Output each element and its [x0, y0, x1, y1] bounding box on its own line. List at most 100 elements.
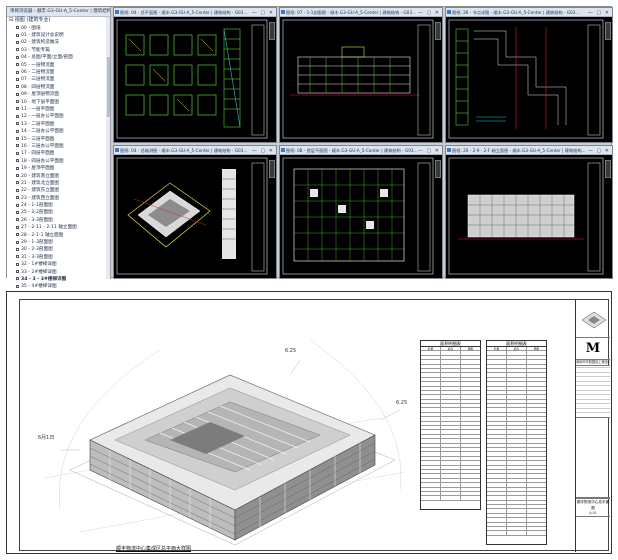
navigation-bar[interactable] [605, 22, 611, 40]
schedule-cell [507, 404, 527, 408]
browser-tree-item[interactable]: 11 - 一层平面图 [7, 105, 110, 112]
schedule-row [487, 474, 546, 479]
browser-tree-item[interactable]: 32 - 1#楼梯详图 [7, 261, 110, 268]
browser-tree-item[interactable]: 04 - 总图/平面/立面/剖面 [7, 54, 110, 61]
sheet-node-icon [16, 218, 19, 222]
navigation-bar[interactable] [435, 22, 441, 40]
view-tab-4[interactable]: 图纸: 04 - 总轴测图 - 顺丰.G3-GU-A_5-Center | 建筑… [114, 146, 276, 155]
browser-tree-item[interactable]: 05 - 一层物流面 [7, 61, 110, 68]
window-controls[interactable]: — ▢ ✕ [587, 10, 610, 16]
window-controls[interactable]: — ▢ ✕ [587, 148, 610, 154]
scrollbar-thumb[interactable] [106, 57, 110, 117]
browser-tree-item[interactable]: 03 - 节能专篇 [7, 46, 110, 53]
browser-tree-label: 16 - 三层办公平面图 [21, 143, 64, 149]
view-tab-2[interactable]: 图纸: 07 - 1-1剖面图 - 顺丰.G3-GU-A_5-Center | … [280, 8, 442, 17]
schedule-cell [461, 430, 480, 433]
schedule-cell [441, 496, 461, 500]
browser-tree-item[interactable]: 29 - 1-3剖面图 [7, 238, 110, 245]
schedule-cell [441, 478, 461, 483]
browser-tree-item[interactable]: 07 - 三层物流面 [7, 76, 110, 83]
browser-tree-item[interactable]: 10 - 地下层平面图 [7, 98, 110, 105]
schedule-row [487, 355, 546, 361]
browser-tree-item[interactable]: 15 - 三层平面图 [7, 135, 110, 142]
window-controls[interactable]: — ▢ ✕ [417, 10, 440, 16]
navigation-bar[interactable] [435, 160, 441, 178]
browser-tree-label: 24 - 1-1剖面图 [21, 203, 53, 209]
browser-tree-item[interactable]: 12 - 一层办公平面图 [7, 113, 110, 120]
schedule-cell [487, 527, 507, 531]
browser-tree-item[interactable]: 13 - 二层平面图 [7, 120, 110, 127]
sheet-icon [447, 148, 451, 152]
schedule-row [487, 469, 546, 475]
navigation-bar[interactable] [269, 160, 275, 178]
schedule-row [487, 527, 546, 532]
drawing-view-2[interactable]: 图纸: 07 - 1-1剖面图 - 顺丰.G3-GU-A_5-Center | … [279, 7, 443, 143]
browser-tree-item[interactable]: 00 - 图纸 [7, 24, 110, 31]
window-controls[interactable]: — ▢ ✕ [251, 10, 274, 16]
browser-tree-item[interactable]: 28 - 2-1-1 轴立面图 [7, 231, 110, 238]
schedule-cell [487, 452, 507, 456]
drawing-view-1[interactable]: 图纸: 04 - 总平面图 - 顺丰.G3-GU-A_5-Center | 建筑… [113, 7, 277, 143]
drawing-view-6[interactable]: 图纸: 20 - 2-9 - 2-F 轴立面图 - 顺丰.G3-GU-A_5-C… [445, 145, 613, 279]
browser-tree-item[interactable]: 33 - 2#楼梯详图 [7, 268, 110, 275]
browser-tree-item[interactable]: 26 - 3-3剖面图 [7, 216, 110, 223]
schedule-row [487, 483, 546, 488]
window-controls[interactable]: — ▢ ✕ [251, 148, 274, 154]
schedule-row [487, 461, 546, 466]
browser-tree-item[interactable]: 18 - 四层办公平面图 [7, 157, 110, 164]
browser-tree-item[interactable]: 34 - 3 - 3#楼梯详图 [7, 275, 110, 282]
browser-tree-label: 00 - 图纸 [21, 25, 41, 31]
schedule-row [487, 430, 546, 435]
browser-tree-item[interactable]: 30 - 2-3剖面图 [7, 246, 110, 253]
view-tab-6[interactable]: 图纸: 20 - 2-9 - 2-F 轴立面图 - 顺丰.G3-GU-A_5-C… [446, 146, 612, 155]
drawing-view-5[interactable]: 图纸: 08 - 首层平面图 - 顺丰.G3-GU-A_5-Center | 建… [279, 145, 443, 279]
browser-tree-item[interactable]: 22 - 建筑东立面图 [7, 187, 110, 194]
browser-root-node[interactable]: ⊟ 视图 (建筑专业) [7, 17, 110, 24]
schedule-cell [421, 421, 441, 426]
schedule-cell [421, 390, 441, 395]
view-tab-1[interactable]: 图纸: 04 - 总平面图 - 顺丰.G3-GU-A_5-Center | 建筑… [114, 8, 276, 17]
drawing-view-4[interactable]: 图纸: 04 - 总轴测图 - 顺丰.G3-GU-A_5-Center | 建筑… [113, 145, 277, 279]
browser-tree-item[interactable]: 19 - 屋顶平面图 [7, 164, 110, 171]
schedule-cell [527, 365, 546, 368]
browser-tree-item[interactable]: 16 - 三层办公平面图 [7, 142, 110, 149]
browser-tree-item[interactable]: 31 - 3-3剖面图 [7, 253, 110, 260]
browser-scrollbar[interactable] [106, 17, 110, 279]
browser-tree-item[interactable]: 01 - 建筑设计总说明 [7, 31, 110, 38]
browser-tree-item[interactable]: 24 - 1-1剖面图 [7, 201, 110, 208]
schedule-cell [507, 469, 527, 474]
sheet-node-icon [16, 48, 19, 52]
schedule-cell [441, 364, 461, 368]
schedule-cell [461, 444, 480, 447]
navigation-bar[interactable] [269, 22, 275, 40]
schedule-cell [527, 369, 546, 372]
browser-tree-item[interactable]: 25 - 2-2剖面图 [7, 209, 110, 216]
schedule-col-header: 名称 [421, 347, 441, 351]
browser-tree-item[interactable]: 17 - 四层平面图 [7, 150, 110, 157]
schedule-row [487, 531, 546, 536]
window-controls[interactable]: — ▢ ✕ [417, 148, 440, 154]
schedule-cell [461, 483, 480, 486]
browser-tree-label: 29 - 1-3剖面图 [21, 240, 53, 246]
schedule-cell [421, 465, 441, 469]
browser-tree-item[interactable]: 02 - 建筑构造做法 [7, 39, 110, 46]
browser-tree-item[interactable]: 06 - 二层物流面 [7, 68, 110, 75]
browser-tree-item[interactable]: 20 - 建筑南立面图 [7, 172, 110, 179]
browser-tree-item[interactable]: 23 - 建筑西立面图 [7, 194, 110, 201]
schedule-row [487, 390, 546, 396]
browser-tree-item[interactable]: 08 - 四层物流面 [7, 83, 110, 90]
browser-tree-item[interactable]: 27 - 2-11 - 2-11 轴立面图 [7, 224, 110, 231]
browser-tree-item[interactable]: 35 - 4#楼梯详图 [7, 283, 110, 290]
browser-tree-item[interactable]: 09 - 屋顶层物流面 [7, 91, 110, 98]
view-tab-5[interactable]: 图纸: 08 - 首层平面图 - 顺丰.G3-GU-A_5-Center | 建… [280, 146, 442, 155]
schedule-cell [421, 452, 441, 456]
drawing-view-3[interactable]: 图纸: 26 - 节点详图 - 顺丰.G3-GU-A_5-Center | 建筑… [445, 7, 613, 143]
view-tab-3[interactable]: 图纸: 26 - 节点详图 - 顺丰.G3-GU-A_5-Center | 建筑… [446, 8, 612, 17]
browser-tree-item[interactable]: 14 - 二层办公平面图 [7, 127, 110, 134]
schedule-cell [441, 439, 461, 443]
browser-tree-item[interactable]: 21 - 建筑北立面图 [7, 179, 110, 186]
navigation-bar[interactable] [605, 160, 611, 178]
browser-tree-label: 06 - 二层物流面 [21, 70, 55, 76]
expand-icon[interactable]: ⊟ [9, 17, 14, 23]
schedule-cell [441, 355, 461, 360]
